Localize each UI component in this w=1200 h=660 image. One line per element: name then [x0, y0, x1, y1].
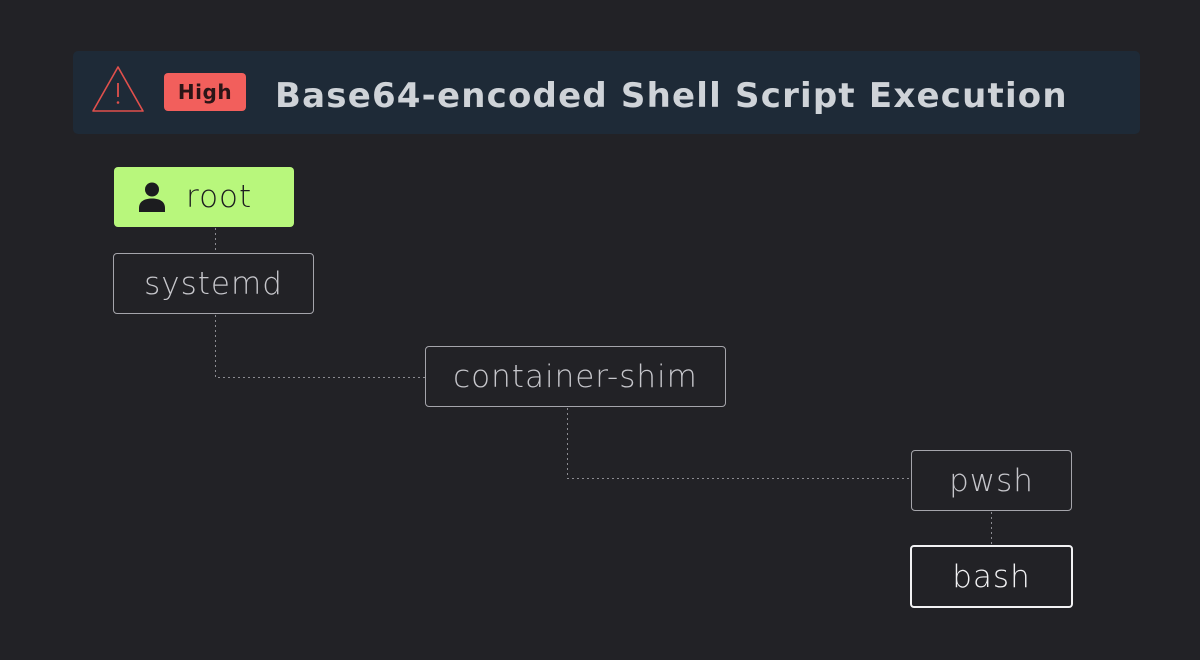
- process-label: pwsh: [949, 462, 1034, 499]
- process-label: systemd: [144, 265, 283, 302]
- process-label: container-shim: [453, 358, 698, 395]
- alert-title: Base64-encoded Shell Script Execution: [275, 76, 1068, 116]
- process-user-root[interactable]: root: [114, 167, 294, 227]
- alert-header-bar: [73, 51, 1140, 134]
- process-node-container-shim[interactable]: container-shim: [425, 346, 726, 407]
- process-label: bash: [952, 558, 1031, 595]
- process-node-pwsh[interactable]: pwsh: [911, 450, 1072, 511]
- process-node-bash[interactable]: bash: [910, 545, 1073, 608]
- warning-triangle-icon: [92, 66, 144, 112]
- process-node-systemd[interactable]: systemd: [113, 253, 314, 314]
- connector-container-shim-pwsh: [567, 408, 911, 479]
- connector-systemd-container-shim: [215, 315, 425, 378]
- severity-badge: High: [164, 73, 246, 111]
- user-label: root: [186, 179, 253, 215]
- user-icon: [139, 182, 165, 212]
